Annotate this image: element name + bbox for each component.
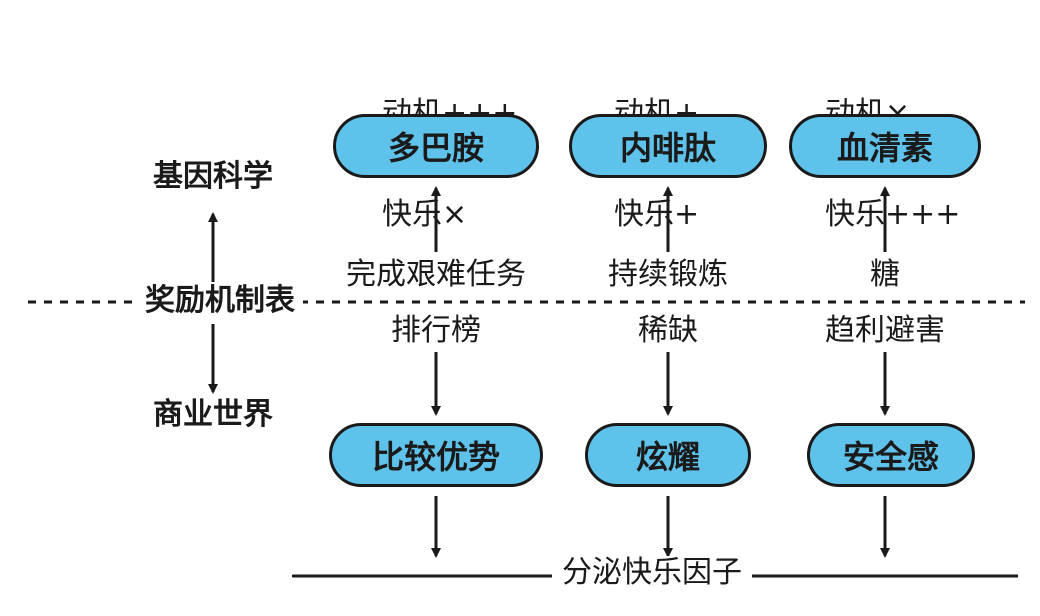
axis-center-label: 奖励机制表 bbox=[137, 284, 303, 318]
axis-top-label: 基因科学 bbox=[153, 159, 273, 194]
trigger-col1: 完成艰难任务 bbox=[346, 257, 526, 292]
trigger-col2: 持续锻炼 bbox=[608, 257, 728, 292]
hormone-endorphin-node: 内啡肽 bbox=[569, 114, 767, 178]
hormone-dopamine-node: 多巴胺 bbox=[333, 114, 539, 178]
footer-label: 分泌快乐因子 bbox=[552, 556, 752, 590]
effect-showoff-node: 炫耀 bbox=[585, 423, 751, 487]
note-col1-line2: 快乐× bbox=[382, 196, 468, 232]
business-trigger-col3: 趋利避害 bbox=[825, 313, 945, 348]
hormone-serotonin-node: 血清素 bbox=[789, 114, 981, 178]
effect-security-node: 安全感 bbox=[807, 423, 975, 487]
business-trigger-col1: 排行榜 bbox=[391, 313, 481, 348]
note-col2-line2: 快乐+ bbox=[614, 196, 700, 232]
business-trigger-col2: 稀缺 bbox=[638, 313, 698, 348]
note-col3-line2: 快乐+++ bbox=[825, 196, 961, 232]
axis-bottom-label: 商业世界 bbox=[153, 397, 273, 432]
effect-comparative-advantage-node: 比较优势 bbox=[329, 423, 543, 487]
trigger-col3: 糖 bbox=[870, 257, 900, 292]
